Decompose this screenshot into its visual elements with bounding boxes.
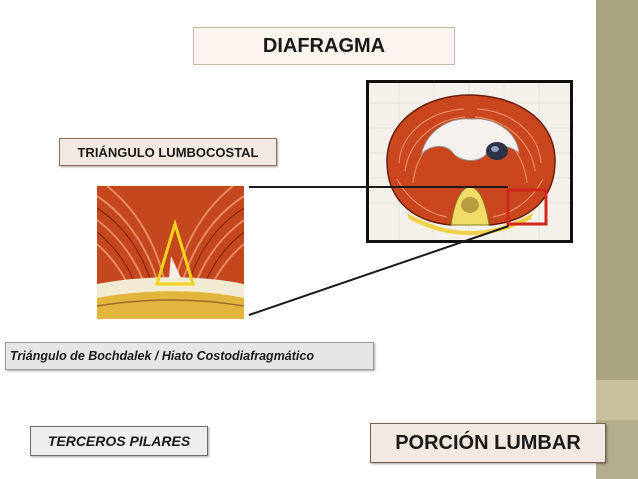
diaphragm-diagram-image <box>366 80 573 243</box>
highlight-box <box>506 188 548 226</box>
terceros-pilares-label: TERCEROS PILARES <box>30 426 208 456</box>
side-decoration-accent <box>596 380 638 420</box>
porcion-lumbar-label: PORCIÓN LUMBAR <box>370 423 606 463</box>
diaphragm-illustration <box>369 83 570 240</box>
slide-title: DIAFRAGMA <box>193 27 455 65</box>
zoom-illustration <box>97 186 244 319</box>
bochdalek-label: Triángulo de Bochdalek / Hiato Costodiaf… <box>5 342 374 370</box>
bochdalek-zoom-image <box>97 186 244 319</box>
side-decoration-strip-top <box>596 0 638 380</box>
triangle-lumbocostal-label: TRIÁNGULO LUMBOCOSTAL <box>59 138 277 166</box>
bochdalek-triangle-outline <box>154 218 196 286</box>
